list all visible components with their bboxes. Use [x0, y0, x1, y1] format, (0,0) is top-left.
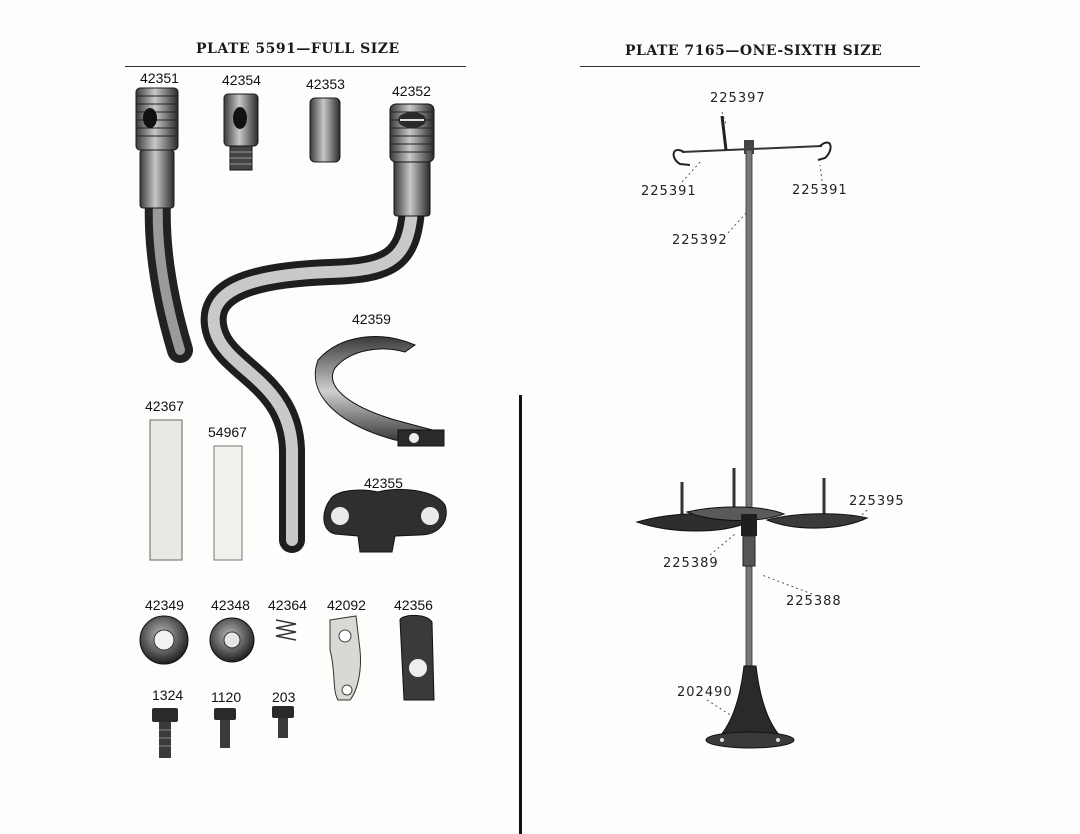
- part-225391-hook-left: [672, 149, 691, 166]
- part-42349-washer: [139, 615, 189, 665]
- part-42092-latch: [329, 615, 361, 701]
- label-42349: 42349: [145, 597, 184, 613]
- part-42352-bent-tube: [200, 103, 435, 553]
- label-1324: 1324: [152, 687, 184, 703]
- label-225392: 225392: [672, 233, 728, 248]
- part-225397-top-bar: [681, 115, 823, 154]
- label-42351: 42351: [140, 70, 179, 86]
- part-202490-base: [705, 665, 795, 749]
- label-42359: 42359: [352, 311, 391, 327]
- thread-stand-illustration: [635, 111, 869, 749]
- label-225389: 225389: [663, 556, 719, 571]
- left-page: PLATE 5591—FULL SIZE 42351 42354 42353 4…: [0, 0, 520, 834]
- label-42352: 42352: [392, 83, 431, 99]
- label-42367: 42367: [145, 398, 184, 414]
- label-225397: 225397: [710, 91, 766, 106]
- right-plate-title: PLATE 7165—ONE-SIXTH SIZE: [625, 43, 883, 59]
- label-225388: 225388: [786, 594, 842, 609]
- label-42353: 42353: [306, 76, 345, 92]
- right-plate-rule: [580, 66, 920, 67]
- left-plate-rule: [125, 66, 466, 67]
- part-225392-rod: [745, 149, 753, 671]
- left-plate-parts-illustration: [135, 87, 447, 758]
- part-42354-nut: [223, 93, 259, 171]
- part-42353-sleeve: [309, 97, 341, 163]
- label-202490: 202490: [677, 685, 733, 700]
- label-42092: 42092: [327, 597, 366, 613]
- label-225391-left: 225391: [641, 184, 697, 199]
- left-plate-title: PLATE 5591—FULL SIZE: [196, 41, 400, 57]
- label-54967: 54967: [208, 424, 247, 440]
- part-225389-disc-holder: [635, 506, 869, 536]
- label-42354: 42354: [222, 72, 261, 88]
- part-203-screw: [272, 706, 294, 738]
- label-42348: 42348: [211, 597, 250, 613]
- label-42364: 42364: [268, 597, 307, 613]
- part-42367-strip: [149, 419, 183, 561]
- part-225391-hook-right: [817, 141, 832, 161]
- part-42364-spring: [275, 619, 297, 641]
- part-42351-tube: [135, 87, 193, 363]
- label-225395: 225395: [849, 494, 905, 509]
- label-225391-right: 225391: [792, 183, 848, 198]
- label-42355: 42355: [364, 475, 403, 491]
- part-42359-bracket: [314, 336, 445, 447]
- part-54967-strip: [213, 445, 243, 561]
- page-gutter: [519, 395, 522, 834]
- right-page: PLATE 7165—ONE-SIXTH SIZE 225397 225391 …: [522, 0, 1080, 834]
- label-203: 203: [272, 689, 296, 705]
- part-42355-plate: [323, 488, 447, 553]
- part-225388-fitting: [742, 535, 756, 567]
- part-1120-screw: [214, 708, 236, 748]
- label-1120: 1120: [211, 689, 242, 705]
- label-42356: 42356: [394, 597, 433, 613]
- part-42348-washer: [209, 617, 255, 663]
- part-42356-plate: [399, 614, 435, 701]
- part-1324-screw: [152, 708, 178, 758]
